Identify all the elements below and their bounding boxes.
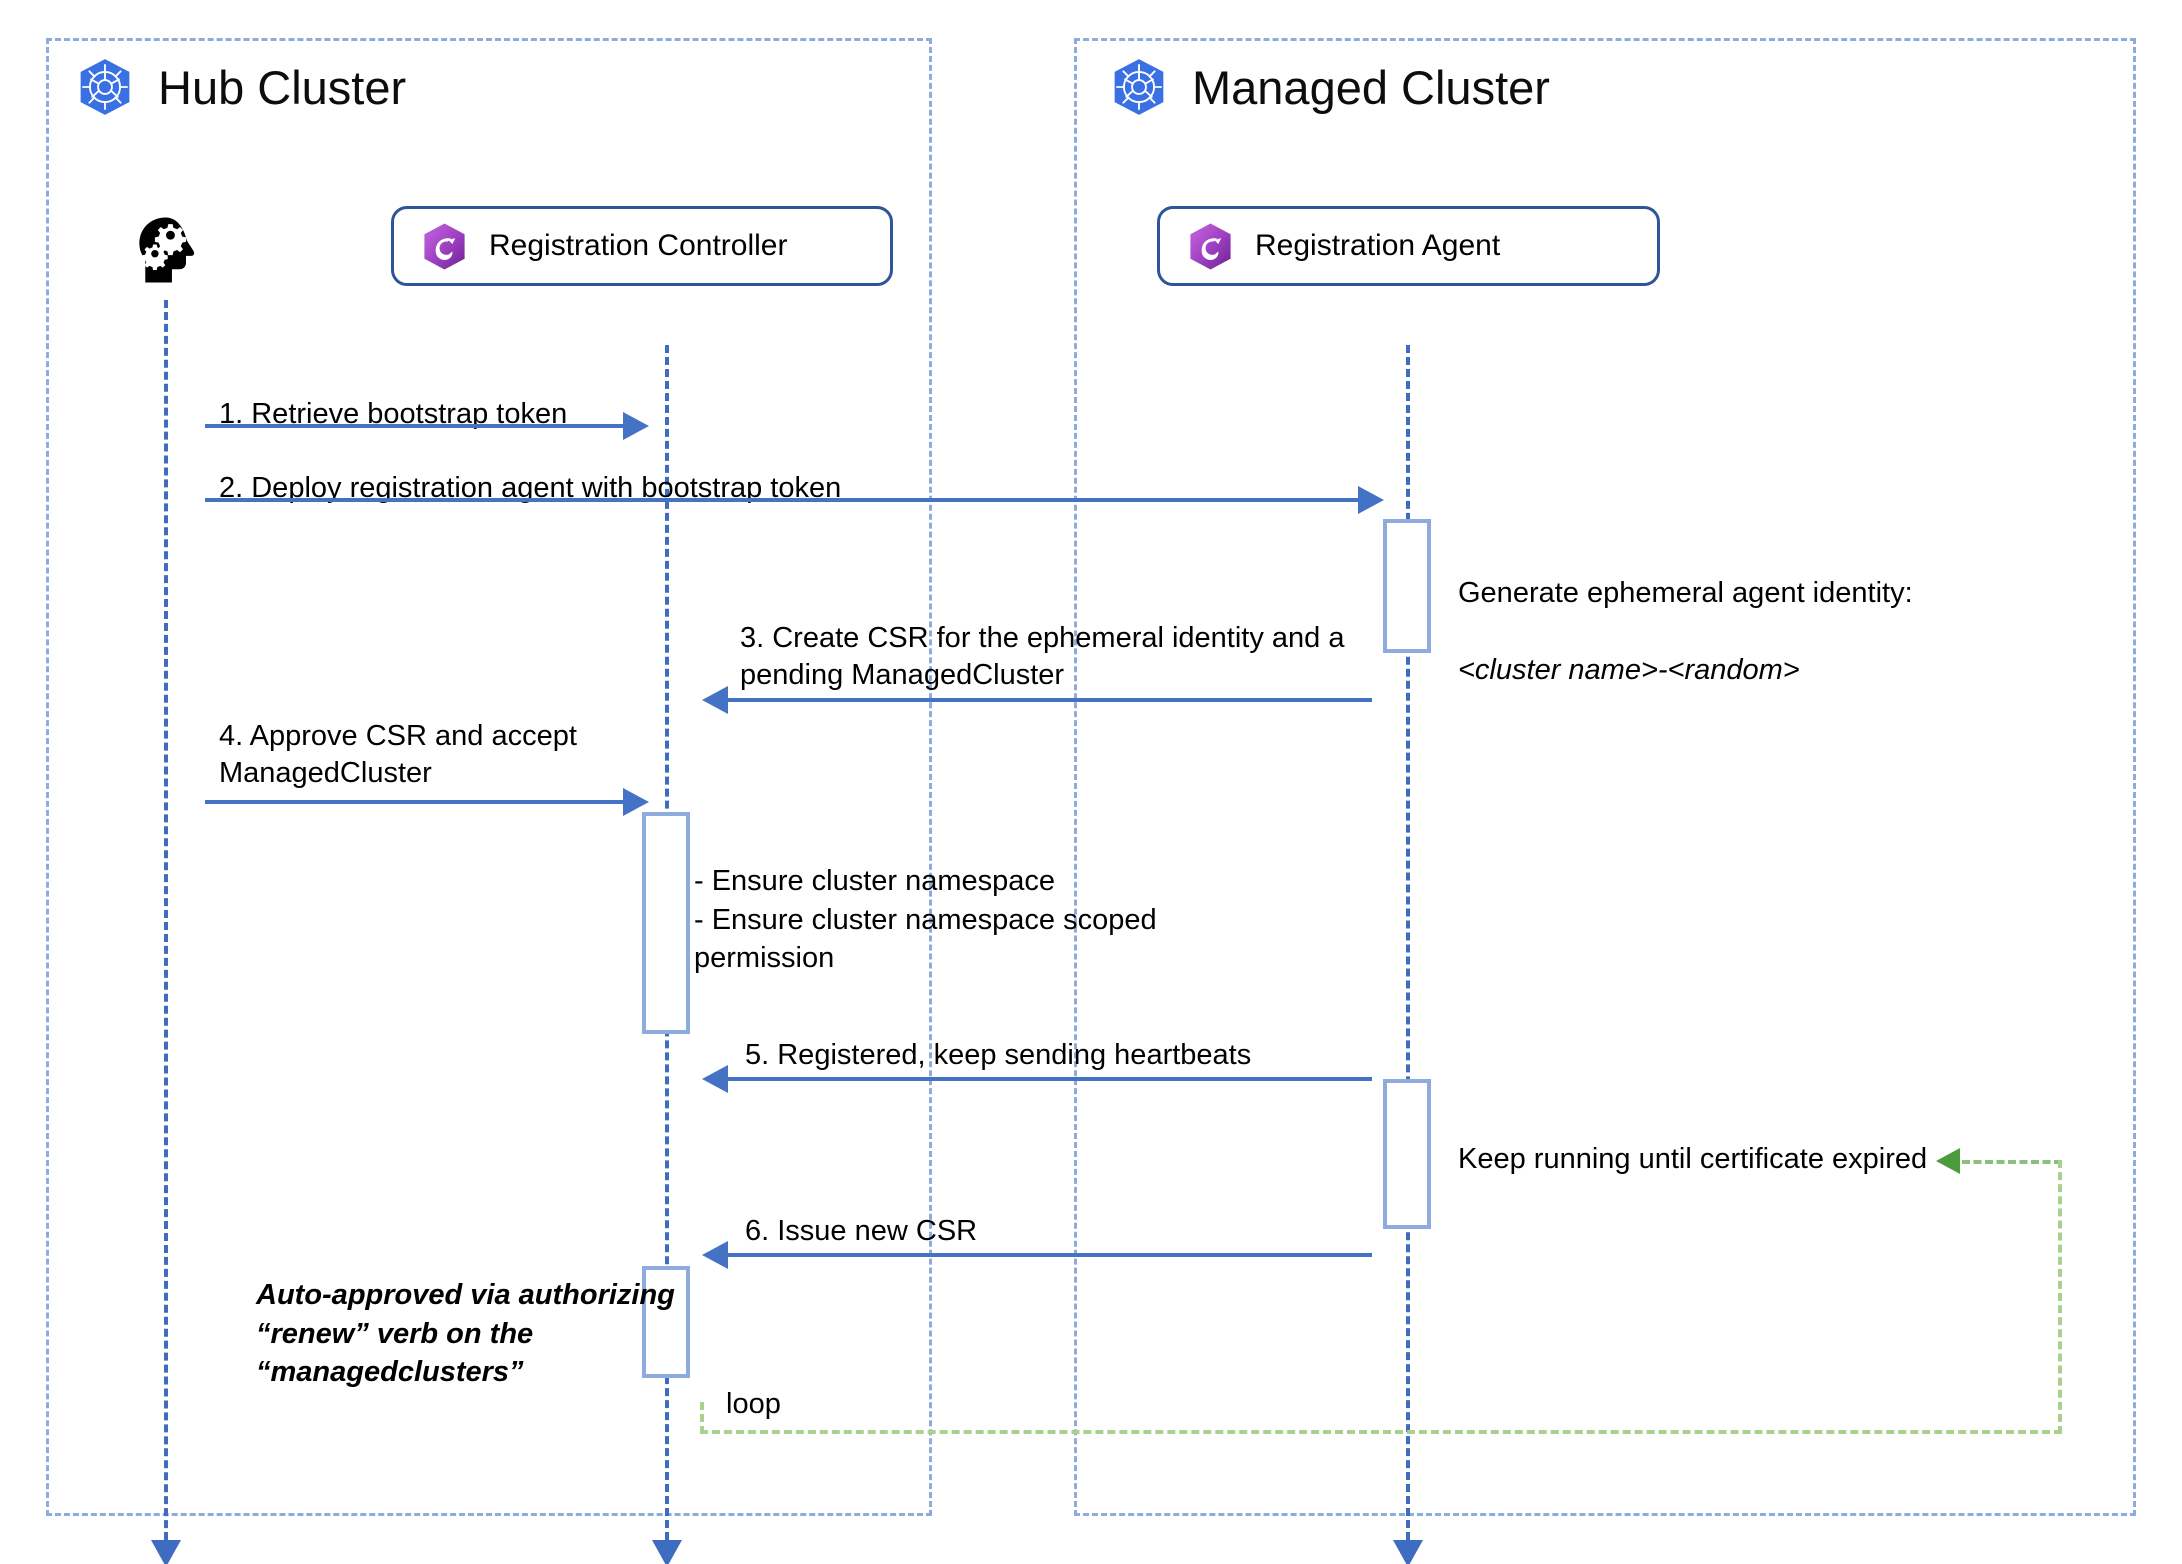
message-label-4: 4. Approve CSR and accept ManagedCluster (219, 720, 577, 790)
ocm-logo-icon (1186, 222, 1235, 271)
head-with-gears-icon (129, 213, 203, 287)
activation-bar-agent-1 (1383, 519, 1431, 653)
note-ephemeral-line-1: Generate ephemeral agent identity: (1458, 576, 1913, 609)
message-line-2 (205, 498, 1360, 502)
loop-arrowhead-icon (1936, 1148, 1960, 1174)
activation-bar-agent-2 (1383, 1079, 1431, 1229)
note-auto-approved: Auto-approved via authorizing “renew” ve… (256, 1279, 675, 1389)
lifeline-end-arrow-registration-controller (652, 1540, 682, 1564)
hub-cluster-title: Hub Cluster (158, 60, 407, 114)
note-ephemeral-line-2: <cluster name>-<random> (1458, 653, 1800, 686)
ocm-logo-icon (420, 222, 469, 271)
activation-bar-controller-1 (642, 812, 690, 1034)
participant-label: Registration Agent (1255, 229, 1501, 262)
note-keep-running: Keep running until certificate expired (1458, 1143, 1928, 1175)
managed-cluster-title: Managed Cluster (1192, 60, 1550, 114)
loop-segment-left (700, 1402, 704, 1434)
message-line-5 (728, 1077, 1372, 1081)
lifeline-registration-agent (1406, 345, 1410, 1552)
message-label-5: 5. Registered, keep sending heartbeats (745, 1039, 1252, 1071)
lifeline-end-arrow-actor (151, 1540, 181, 1564)
managed-cluster-title-row: Managed Cluster (1110, 58, 1550, 116)
participant-registration-agent[interactable]: Registration Agent (1157, 206, 1660, 286)
loop-segment-top (1962, 1160, 2062, 1164)
loop-segment-bottom (700, 1430, 2062, 1434)
loop-segment-right (2058, 1160, 2062, 1434)
message-line-6 (728, 1253, 1372, 1257)
participant-label: Registration Controller (489, 229, 788, 262)
note-cluster-namespace: - Ensure cluster namespace - Ensure clus… (694, 865, 1157, 975)
message-line-4 (205, 800, 625, 804)
activation-bar-controller-2 (642, 1266, 690, 1378)
message-arrowhead-3 (702, 686, 728, 714)
message-label-6: 6. Issue new CSR (745, 1215, 978, 1247)
message-arrowhead-2 (1358, 486, 1384, 514)
managed-cluster-container (1074, 38, 2136, 1516)
lifeline-end-arrow-registration-agent (1393, 1540, 1423, 1564)
note-ephemeral-identity: Generate ephemeral agent identity: <clus… (1458, 535, 1913, 728)
message-arrowhead-4 (623, 788, 649, 816)
message-arrowhead-5 (702, 1065, 728, 1093)
lifeline-actor (164, 300, 168, 1552)
message-arrowhead-1 (623, 412, 649, 440)
loop-label: loop (726, 1388, 781, 1420)
hub-cluster-title-row: Hub Cluster (76, 58, 406, 116)
message-line-1 (205, 424, 625, 428)
message-line-3 (728, 698, 1372, 702)
kubernetes-icon (1110, 58, 1168, 116)
hub-cluster-container (46, 38, 932, 1516)
message-label-3: 3. Create CSR for the ephemeral identity… (740, 622, 1345, 692)
kubernetes-icon (76, 58, 134, 116)
message-arrowhead-6 (702, 1241, 728, 1269)
participant-registration-controller[interactable]: Registration Controller (391, 206, 893, 286)
